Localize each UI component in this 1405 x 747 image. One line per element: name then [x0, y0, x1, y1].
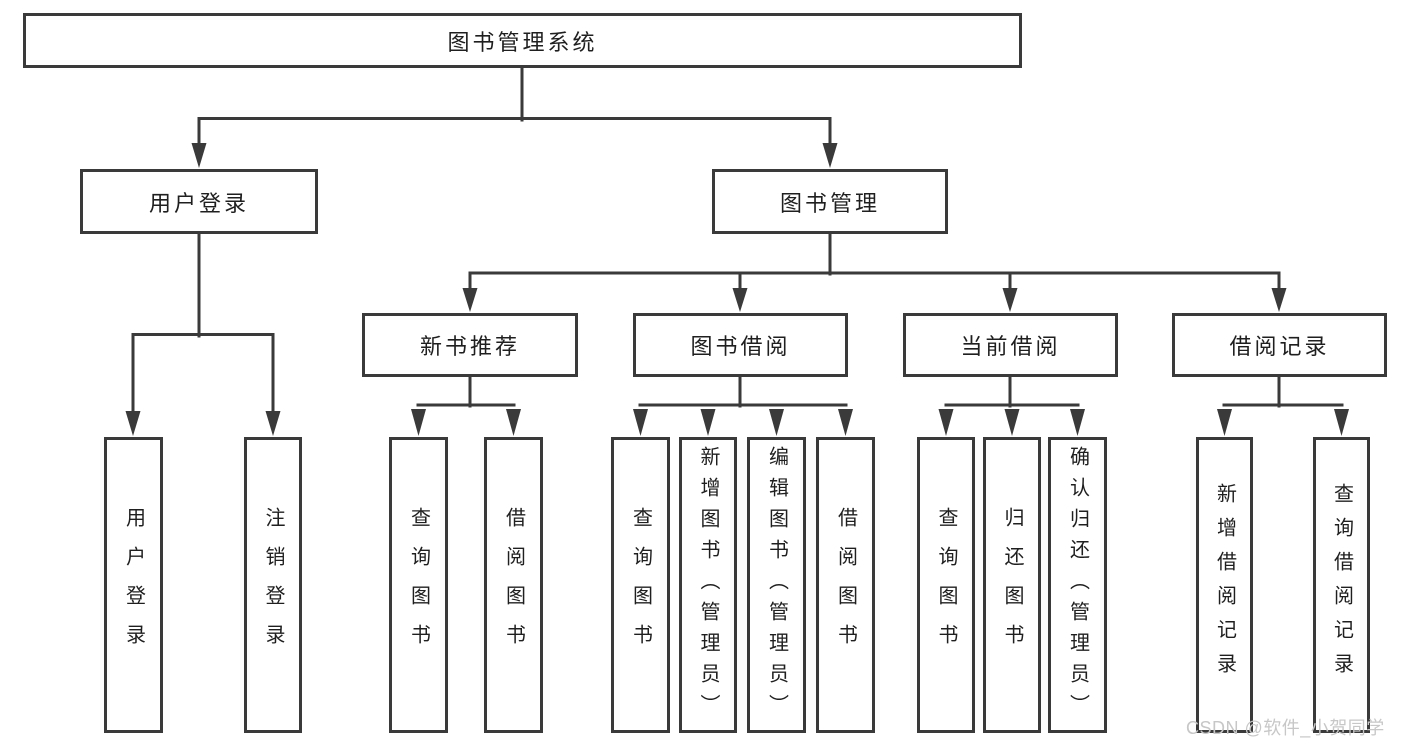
- leaf-query-books-1-label: 查询图书: [407, 507, 430, 663]
- node-root-label: 图书管理系统: [447, 29, 598, 55]
- leaf-add-borrow-record: 新增借阅记录: [1196, 437, 1253, 733]
- leaf-add-book-admin: 新增图书（管理员）: [679, 437, 737, 733]
- arrowhead-book-borrow: [732, 288, 748, 312]
- leaf-query-borrow-record-label: 查询借阅记录: [1330, 483, 1353, 687]
- arrowhead-leaf-logout: [265, 411, 281, 436]
- leaf-borrow-books-1-label: 借阅图书: [502, 507, 525, 663]
- leaf-add-book-admin-label: 新增图书（管理员）: [697, 445, 719, 725]
- leaf-edit-book-admin: 编辑图书（管理员）: [747, 437, 806, 733]
- node-new-book-recommend-label: 新书推荐: [419, 334, 520, 359]
- node-book-borrowing-label: 图书借阅: [690, 334, 791, 359]
- leaf-add-borrow-record-label: 新增借阅记录: [1213, 483, 1236, 687]
- arrowhead-borrow-books-2: [838, 409, 853, 436]
- leaf-confirm-return-admin-label: 确认归还（管理员）: [1066, 445, 1089, 725]
- arrowhead-query-books-2: [633, 409, 648, 436]
- leaf-confirm-return-admin: 确认归还（管理员）: [1048, 437, 1107, 733]
- node-book-management-label: 图书管理: [779, 190, 880, 216]
- arrowhead-borrow-books-1: [506, 409, 521, 436]
- node-book-borrowing: 图书借阅: [633, 313, 848, 377]
- arrowhead-new-books: [462, 288, 478, 312]
- leaf-borrow-books-2: 借阅图书: [816, 437, 875, 733]
- arrowhead-confirm-return: [1070, 409, 1085, 436]
- leaf-query-books-2-label: 查询图书: [629, 507, 652, 663]
- node-borrowing-records: 借阅记录: [1172, 313, 1387, 377]
- leaf-user-login-label: 用户登录: [122, 507, 145, 663]
- node-root: 图书管理系统: [23, 13, 1022, 68]
- leaf-logout-label: 注销登录: [262, 507, 284, 663]
- node-borrowing-records-label: 借阅记录: [1229, 334, 1330, 359]
- node-book-management: 图书管理: [712, 169, 948, 234]
- arrowhead-edit-book: [769, 409, 784, 436]
- arrowhead-leaf-login: [125, 411, 141, 436]
- leaf-logout: 注销登录: [244, 437, 302, 733]
- node-current-borrowing: 当前借阅: [903, 313, 1118, 377]
- arrowhead-add-book: [700, 409, 716, 436]
- leaf-return-book: 归还图书: [983, 437, 1041, 733]
- leaf-query-books-3-label: 查询图书: [935, 507, 957, 663]
- arrowhead-query-books-1: [411, 409, 426, 436]
- arrowhead-query-books-3: [938, 409, 954, 436]
- leaf-query-books-3: 查询图书: [917, 437, 975, 733]
- leaf-edit-book-admin-label: 编辑图书（管理员）: [765, 445, 788, 725]
- node-user-login: 用户登录: [80, 169, 318, 234]
- arrowhead-current-borrow: [1002, 288, 1018, 312]
- arrowhead-add-borrow-record: [1217, 409, 1232, 436]
- leaf-return-book-label: 归还图书: [1001, 507, 1023, 663]
- leaf-borrow-books-1: 借阅图书: [484, 437, 543, 733]
- leaf-query-books-1: 查询图书: [389, 437, 448, 733]
- leaf-borrow-books-2-label: 借阅图书: [834, 507, 857, 663]
- leaf-query-borrow-record: 查询借阅记录: [1313, 437, 1370, 733]
- arrowhead-borrow-records: [1271, 288, 1287, 312]
- node-new-book-recommend: 新书推荐: [362, 313, 578, 377]
- arrowhead-return-book: [1004, 409, 1020, 436]
- arrowhead-user-login: [191, 143, 207, 168]
- node-user-login-label: 用户登录: [148, 190, 249, 216]
- csdn-watermark: CSDN @软件_小贺同学: [1186, 718, 1385, 738]
- leaf-query-books-2: 查询图书: [611, 437, 670, 733]
- node-current-borrowing-label: 当前借阅: [960, 334, 1061, 359]
- leaf-user-login: 用户登录: [104, 437, 163, 733]
- arrowhead-query-borrow-record: [1334, 409, 1349, 436]
- arrowhead-book-mgmt: [822, 143, 838, 168]
